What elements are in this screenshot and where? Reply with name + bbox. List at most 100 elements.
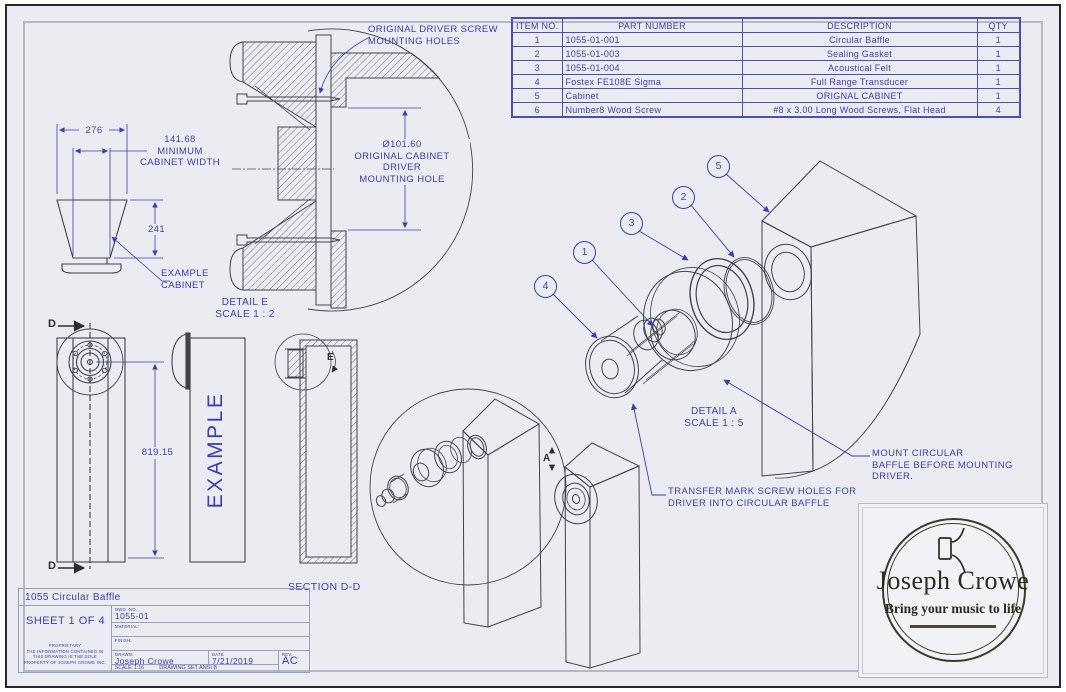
parts-table-row: 3 1055-01-004 Acoustical Felt 1 <box>511 60 1021 75</box>
top-view-example-cabinet <box>56 199 128 274</box>
annotation-mount-circular: MOUNT CIRCULAR BAFFLE BEFORE MOUNTING DR… <box>872 448 1013 482</box>
dwg-no-label: DWG. NO. <box>115 607 138 612</box>
cell-item: 5 <box>511 88 563 103</box>
cell-item: 1 <box>511 32 563 47</box>
parts-table-row: 2 1055-01-003 Sealing Gasket 1 <box>511 46 1021 61</box>
leader-lines <box>552 173 870 496</box>
section-d-label-top: D <box>48 318 56 330</box>
cell-qty: 4 <box>976 102 1021 118</box>
logo-underline <box>910 625 996 628</box>
logo-tagline: Bring your music to life <box>884 601 1022 616</box>
logo-name: Joseph Crowe <box>876 566 1030 595</box>
finish-label: FINISH: <box>115 638 132 643</box>
title-block-proprietary: PROPRIETARY THE INFORMATION CONTAINED IN… <box>19 637 112 672</box>
parts-table-row: 5 Cabinet ORIGNAL CABINET 1 <box>511 88 1021 103</box>
cell-item: 4 <box>511 74 563 89</box>
cell-qty: 1 <box>976 74 1021 89</box>
annotation-transfer-mark: TRANSFER MARK SCREW HOLES FOR DRIVER INT… <box>668 486 857 509</box>
title-block-rev: REV. AC <box>278 651 309 672</box>
balloon-5: 5 <box>707 155 730 178</box>
title-block-title: 1055 Circular Baffle <box>19 589 309 606</box>
annotation-example-cabinet: EXAMPLE CABINET <box>161 268 209 291</box>
detail-a-marker-label: A <box>543 453 551 464</box>
detail-a-circle <box>369 388 567 586</box>
title-block-drawn: DRAWN: Joseph Crowe <box>112 651 208 666</box>
title-block-material: MATERIAL: <box>112 623 309 637</box>
scale-label: SCALE: 1:16 <box>115 665 144 671</box>
detail-e-label: DETAIL E SCALE 1 : 2 <box>215 297 275 320</box>
title-block-finish: FINISH: <box>112 637 309 651</box>
logo-inner-border <box>862 507 1044 674</box>
balloon-4: 4 <box>534 275 557 298</box>
section-dd-view <box>274 333 358 564</box>
iso-tower-assembled <box>554 442 641 669</box>
parts-header-qty: QTY <box>976 17 1021 33</box>
title-block-sheet: SHEET 1 OF 4 <box>19 606 112 637</box>
section-d-label-bottom: D <box>48 560 56 572</box>
annotation-min-cabinet-width: 141.68 MINIMUM CABINET WIDTH <box>140 134 220 168</box>
sheet-dark-border <box>5 4 1061 688</box>
example-watermark: EXAMPLE <box>204 391 227 509</box>
cell-part: Number8 Wood Screw <box>561 102 743 118</box>
balloon-2: 2 <box>672 186 695 209</box>
iso-tower-exploded <box>375 398 542 628</box>
side-view <box>171 332 246 563</box>
parts-header-desc: DESCRIPTION <box>741 17 978 33</box>
parts-header-item: ITEM NO. <box>511 17 563 33</box>
cell-part: 1055-01-004 <box>561 60 743 75</box>
cell-item: 2 <box>511 46 563 61</box>
cell-item: 3 <box>511 60 563 75</box>
parts-table: ITEM NO. PART NUMBER DESCRIPTION QTY 1 1… <box>511 17 1021 118</box>
date-label: DATE <box>212 652 224 657</box>
cell-desc: Sealing Gasket <box>741 46 978 61</box>
cell-desc: #8 x 3.00 Long Wood Screws, Flat Head <box>741 102 978 118</box>
detail-e-marker-label: E <box>327 352 334 363</box>
cell-desc: ORIGNAL CABINET <box>741 88 978 103</box>
cell-part: Fostex FE108E Sigma <box>561 74 743 89</box>
section-dd-label: SECTION D-D <box>288 581 361 593</box>
cell-item: 6 <box>511 102 563 118</box>
logo-ring-inner <box>887 523 1019 655</box>
dimension-241: 241 <box>142 223 171 235</box>
drawn-label: DRAWN: <box>115 652 134 657</box>
parts-table-row: 4 Fostex FE108E Sigma Full Range Transdu… <box>511 74 1021 89</box>
title-block-date: DATE 7/21/2019 <box>208 651 278 666</box>
dimension-819: 819.15 <box>138 447 177 459</box>
front-view-dimensions <box>96 361 164 559</box>
horn-speaker-icon <box>935 527 971 581</box>
balloon-3: 3 <box>620 212 643 235</box>
cell-part: Cabinet <box>561 88 743 103</box>
cell-qty: 1 <box>976 60 1021 75</box>
title-block: 1055 Circular Baffle SHEET 1 OF 4 PROPRI… <box>18 588 310 673</box>
cell-qty: 1 <box>976 88 1021 103</box>
detail-a-exploded <box>585 160 921 479</box>
cell-qty: 1 <box>976 46 1021 61</box>
logo-ring <box>882 518 1026 662</box>
parts-table-row: 6 Number8 Wood Screw #8 x 3.00 Long Wood… <box>511 102 1021 118</box>
logo-box: Joseph Crowe Bring your music to life <box>858 503 1048 678</box>
drawn-value: Joseph Crowe <box>115 656 175 666</box>
detail-e-view <box>229 28 474 312</box>
rev-label: REV. <box>282 652 293 657</box>
title-block-dwg-no: DWG. NO. 1055-01 <box>112 606 309 623</box>
cell-part: 1055-01-003 <box>561 46 743 61</box>
parts-table-header-row: ITEM NO. PART NUMBER DESCRIPTION QTY <box>511 17 1021 33</box>
dwg-no-value: 1055-01 <box>115 611 149 621</box>
annotation-cabinet-mounting-hole: Ø101.60 ORIGINAL CABINET DRIVER MOUNTING… <box>334 139 470 185</box>
title-block-scale: SCALE: 1:16 DRAWING SET ANSI B <box>112 665 278 672</box>
date-value: 7/21/2019 <box>212 656 254 666</box>
annotation-driver-screw-holes: ORIGINAL DRIVER SCREW MOUNTING HOLES <box>368 24 498 47</box>
material-label: MATERIAL: <box>115 624 140 629</box>
rev-value: AC <box>282 655 299 667</box>
cell-desc: Full Range Transducer <box>741 74 978 89</box>
front-view-section-line <box>58 320 91 574</box>
cell-part: 1055-01-001 <box>561 32 743 47</box>
balloon-1: 1 <box>573 241 596 264</box>
drawing-set-label: DRAWING SET ANSI B <box>159 665 218 671</box>
detail-a-label: DETAIL A SCALE 1 : 5 <box>684 406 744 429</box>
front-view <box>56 328 126 563</box>
parts-table-row: 1 1055-01-001 Circular Baffle 1 <box>511 32 1021 47</box>
parts-header-part: PART NUMBER <box>561 17 743 33</box>
